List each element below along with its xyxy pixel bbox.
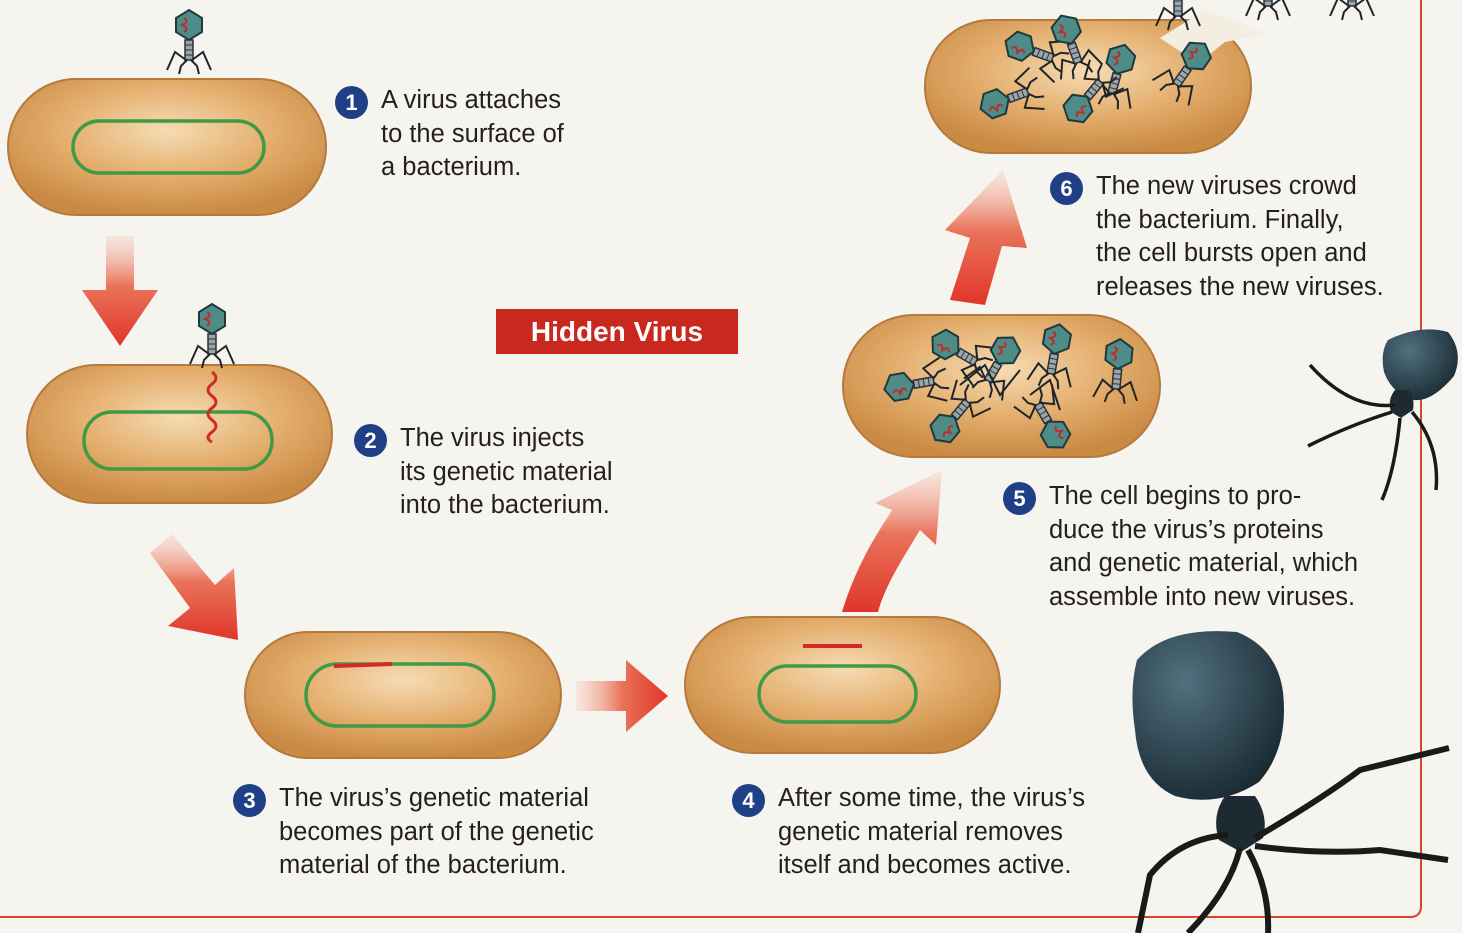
bacterium-step-3 [245, 632, 561, 758]
step-1-badge: 1 [335, 86, 368, 119]
integrated-viral-dna [334, 664, 392, 666]
step-5-badge: 5 [1003, 482, 1036, 515]
step-4-badge: 4 [732, 784, 765, 817]
step-3-badge: 3 [233, 784, 266, 817]
step-6-caption: 6 The new viruses crowd the bacterium. F… [1050, 170, 1384, 304]
step-5-caption: 5 The cell begins to pro- duce the virus… [1003, 480, 1358, 614]
step-4-caption: 4 After some time, the virus’s genetic m… [732, 782, 1085, 883]
arrow-3-to-4 [576, 660, 668, 732]
bacterium-step-1 [8, 79, 326, 215]
step-2-badge: 2 [354, 424, 387, 457]
step-6-text: The new viruses crowd the bacterium. Fin… [1096, 170, 1384, 304]
bacterium-step-4 [685, 617, 1000, 753]
step-1-caption: 1 A virus attaches to the surface of a b… [335, 84, 564, 185]
arrow-5-to-6 [945, 170, 1027, 305]
step-3-caption: 3 The virus’s genetic material becomes p… [233, 782, 594, 883]
arrow-4-to-5 [842, 470, 942, 612]
step-2-text: The virus injects its genetic material i… [400, 422, 613, 523]
step-4-text: After some time, the virus’s genetic mat… [778, 782, 1085, 883]
bacterium-step-2 [27, 365, 332, 503]
diagram-title: Hidden Virus [496, 309, 738, 354]
phage-model-large-icon [1132, 631, 1449, 933]
step-3-text: The virus’s genetic material becomes par… [279, 782, 594, 883]
step-5-text: The cell begins to pro- duce the virus’s… [1049, 480, 1358, 614]
arrow-1-to-2 [82, 236, 158, 346]
step-1-text: A virus attaches to the surface of a bac… [381, 84, 564, 185]
step-6-badge: 6 [1050, 172, 1083, 205]
virus-attaching-icon [167, 10, 211, 74]
virus-injecting-icon [190, 304, 234, 368]
phage-model-small-icon [1308, 329, 1458, 500]
arrow-2-to-3 [150, 534, 238, 640]
step-2-caption: 2 The virus injects its genetic material… [354, 422, 613, 523]
